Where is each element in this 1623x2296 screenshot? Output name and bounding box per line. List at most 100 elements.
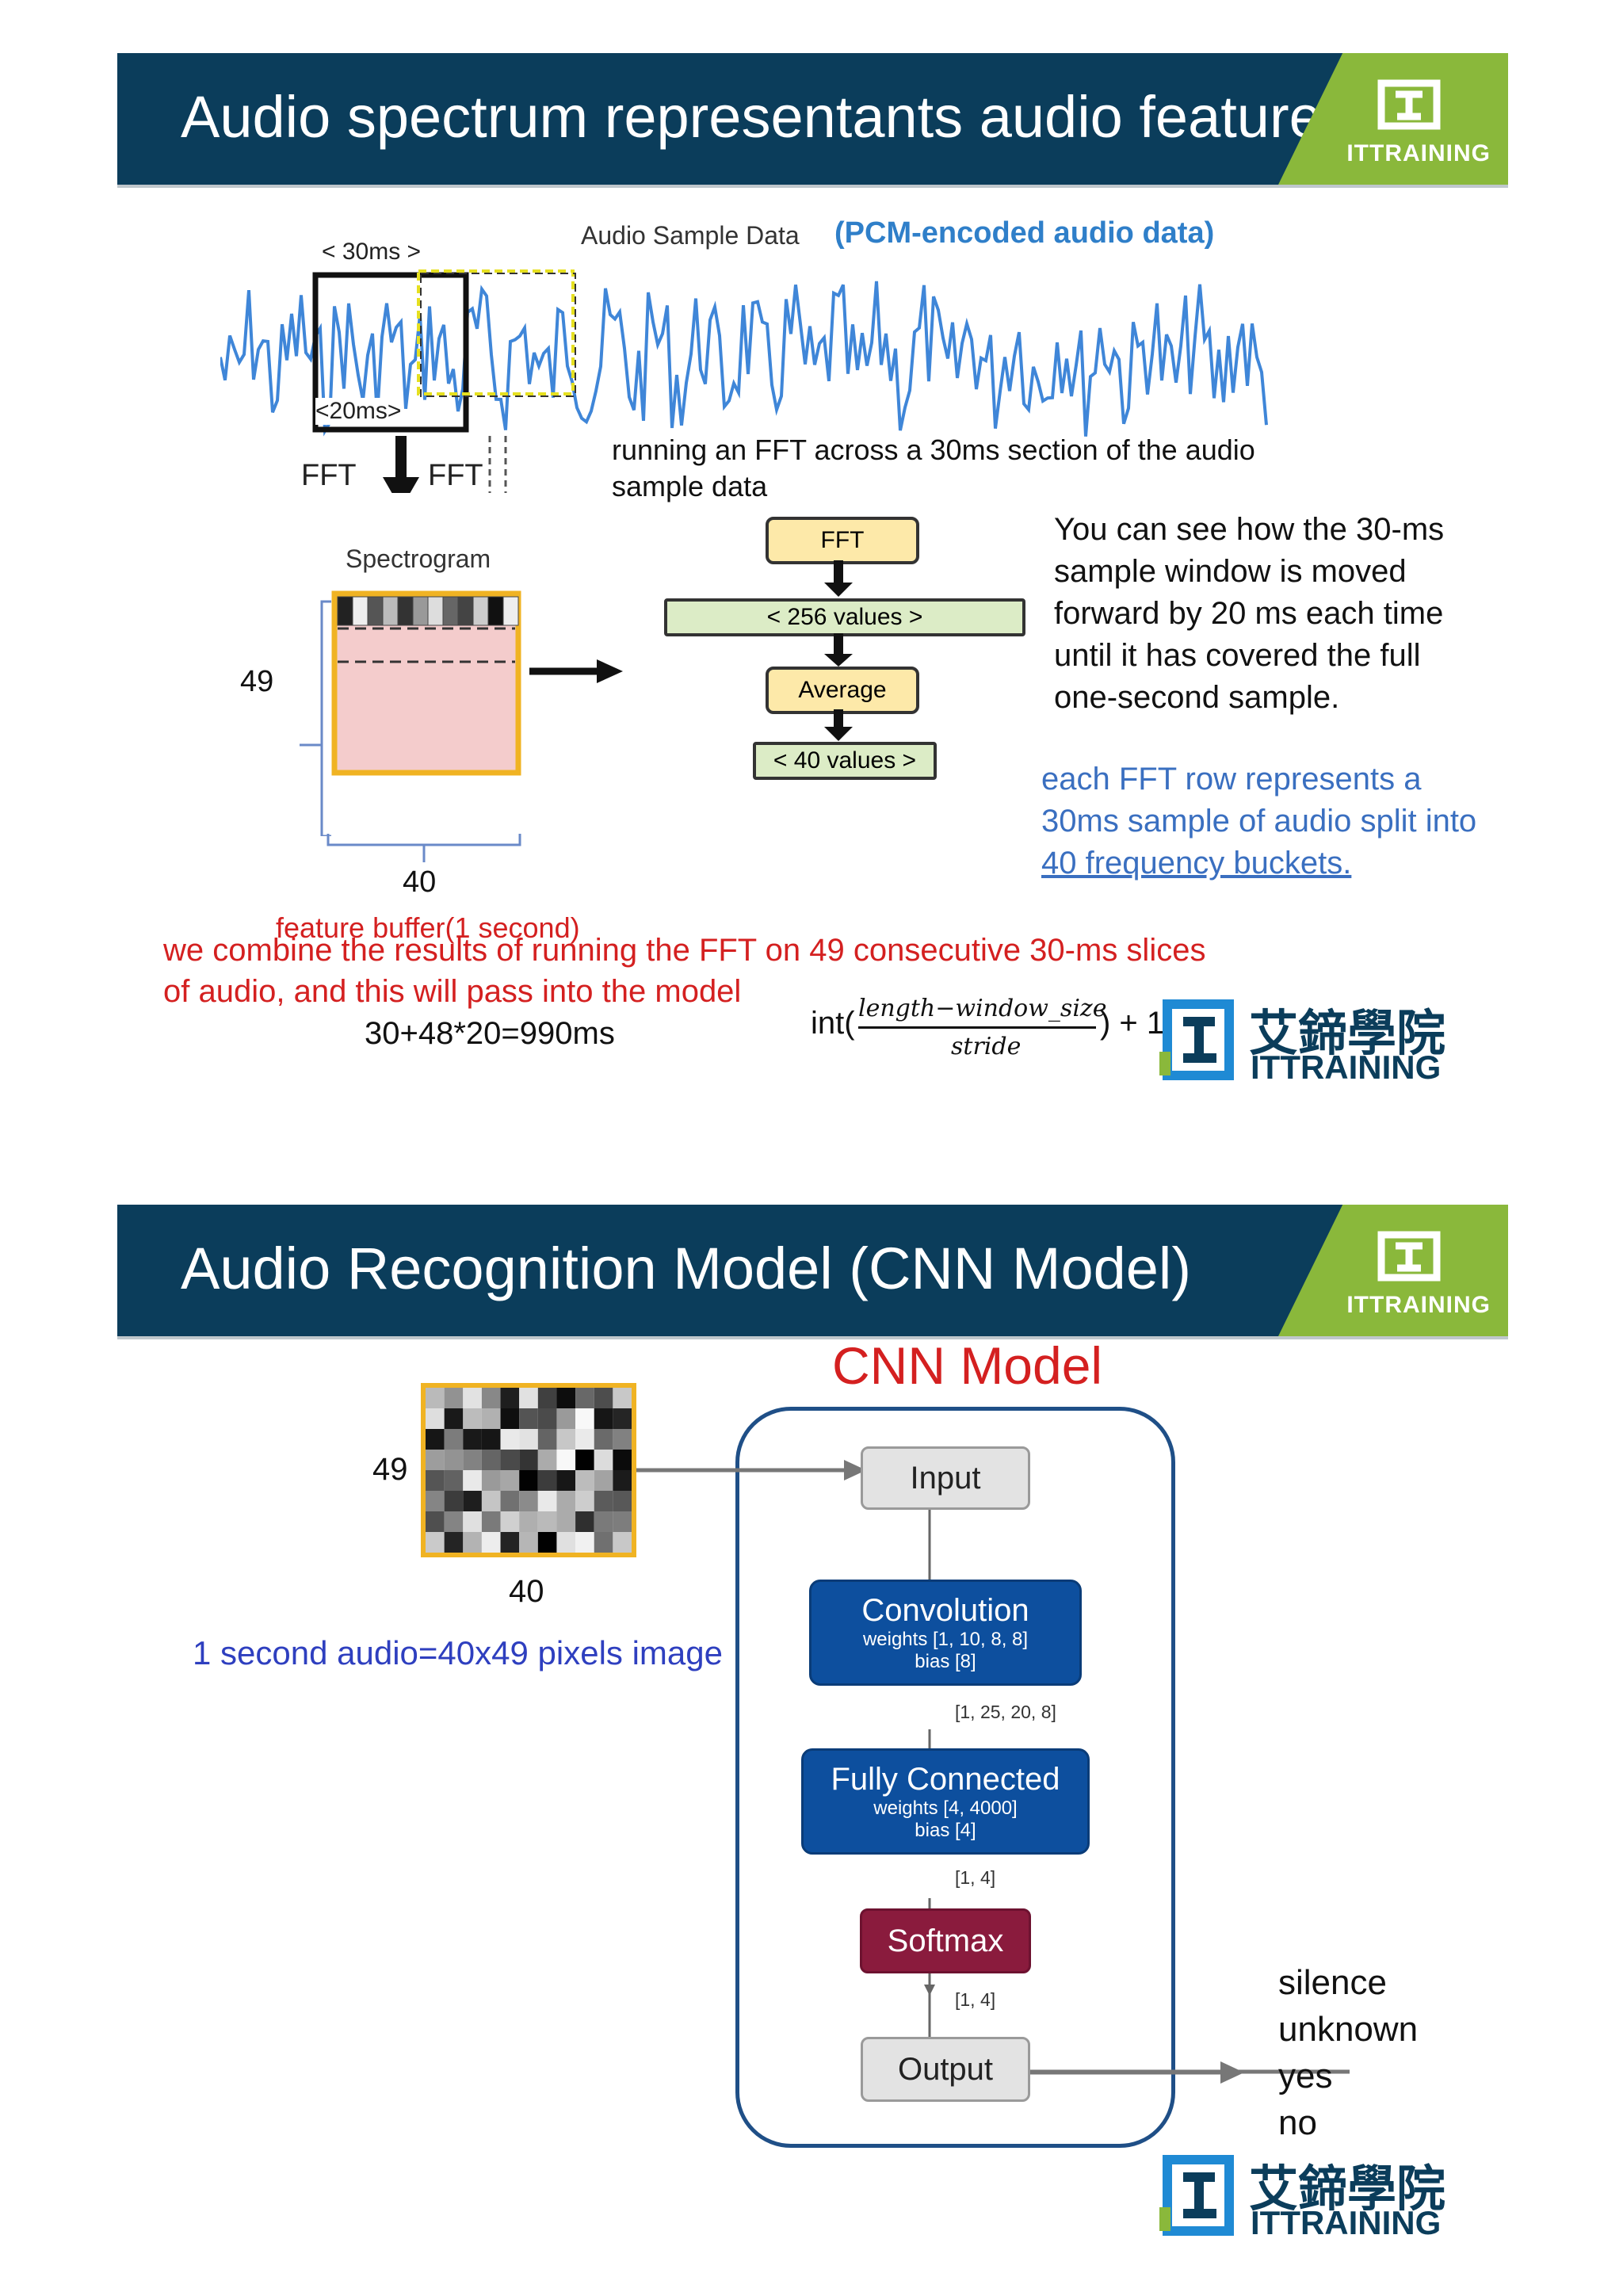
output-node: Output xyxy=(861,2037,1030,2102)
pixel-cell xyxy=(594,1429,613,1450)
pixel-cell xyxy=(463,1470,482,1491)
pixel-cell xyxy=(537,1532,557,1553)
conv-weights: weights [1, 10, 8, 8] xyxy=(862,1628,1029,1650)
pixel-cell xyxy=(481,1408,501,1429)
spectrogram-cell xyxy=(367,596,384,626)
pixel-cell xyxy=(481,1388,501,1408)
pixel-cell xyxy=(575,1388,594,1408)
pipeline-fft-box: FFT xyxy=(766,517,919,564)
spectrogram-label: Spectrogram xyxy=(346,544,491,573)
frame-calc: 30+48*20=990ms xyxy=(365,1016,615,1051)
formula-prefix: int( xyxy=(811,1006,855,1041)
window-30ms-label: < 30ms > xyxy=(322,239,422,265)
fft-row-explanation: each FFT row represents a 30ms sample of… xyxy=(1041,758,1476,884)
pixel-cell xyxy=(444,1408,464,1429)
class-label: yes xyxy=(1278,2057,1333,2095)
conv-title: Convolution xyxy=(861,1592,1029,1628)
softmax-node: Softmax xyxy=(860,1908,1031,1973)
pixel-cell xyxy=(519,1491,538,1511)
pixel-cell xyxy=(556,1429,576,1450)
conv-bias: bias [8] xyxy=(915,1650,976,1672)
fft-note-line-1: running an FFT across a 30ms section of … xyxy=(612,434,1255,466)
image-caption: 1 second audio=40x49 pixels image xyxy=(193,1634,723,1671)
pixel-cell xyxy=(444,1470,464,1491)
pixel-cell xyxy=(463,1532,482,1553)
fc-bias: bias [4] xyxy=(915,1819,976,1841)
pixel-cell xyxy=(537,1388,557,1408)
spectrogram-cell xyxy=(502,596,519,626)
output-arrow xyxy=(1021,2061,1244,2084)
spectrogram-cell xyxy=(487,596,504,626)
rows-count: 49 xyxy=(240,665,274,698)
pixel-cell xyxy=(444,1491,464,1511)
explain-line: until it has covered the full xyxy=(1054,638,1421,673)
conv-output-shape: [1, 25, 20, 8] xyxy=(955,1702,1056,1722)
header-underline xyxy=(117,185,1508,188)
pixel-cell xyxy=(537,1450,557,1470)
pixel-cell xyxy=(463,1511,482,1532)
formula-denominator: stride xyxy=(951,1033,1022,1060)
ittraining-logo-icon xyxy=(1377,79,1441,130)
pixel-cell xyxy=(537,1408,557,1429)
spectrogram-cell xyxy=(457,596,474,626)
header-brand-text: ITTRAINING xyxy=(1346,140,1491,166)
pixel-cell xyxy=(444,1429,464,1450)
pixel-cell xyxy=(500,1491,520,1511)
pixel-cell xyxy=(500,1429,520,1450)
combine-line-2: of audio, and this will pass into the mo… xyxy=(163,974,742,1009)
pixel-cell xyxy=(481,1450,501,1470)
pixel-cell xyxy=(519,1470,538,1491)
slide-2: Audio Recognition Model (CNN Model) ITTR… xyxy=(117,1205,1508,2249)
pixel-cell xyxy=(556,1408,576,1429)
class-labels: silence unknown yes no xyxy=(1278,1959,1418,2146)
spectrogram-cell xyxy=(382,596,399,626)
pixel-cell xyxy=(481,1511,501,1532)
explain-line: one-second sample. xyxy=(1054,680,1340,715)
fft-note-line-2: sample data xyxy=(612,470,768,502)
feature-buffer-label: feature buffer(1 second) xyxy=(276,911,580,944)
header-underline xyxy=(117,1336,1508,1339)
pixel-cell xyxy=(594,1408,613,1429)
fft-label-left: FFT xyxy=(301,459,357,492)
class-label: no xyxy=(1278,2103,1317,2142)
pixel-cell xyxy=(426,1470,445,1491)
pixel-cell xyxy=(556,1532,576,1553)
pixel-cell xyxy=(444,1532,464,1553)
pixel-cell xyxy=(444,1450,464,1470)
pixel-cell xyxy=(519,1388,538,1408)
window-20ms-label: <20ms> xyxy=(315,398,402,425)
pixel-cell xyxy=(481,1429,501,1450)
pixel-cell xyxy=(613,1429,632,1450)
pixel-cell xyxy=(594,1532,613,1553)
cnn-title: CNN Model xyxy=(832,1336,1103,1395)
pixel-cell xyxy=(594,1450,613,1470)
pipeline-40-box: < 40 values > xyxy=(753,742,937,780)
fc-weights: weights [4, 4000] xyxy=(873,1797,1018,1819)
pixel-cell xyxy=(537,1470,557,1491)
pixel-cell xyxy=(613,1450,632,1470)
window-explanation: You can see how the 30-ms sample window … xyxy=(1054,509,1444,719)
pixel-cell xyxy=(537,1429,557,1450)
pipeline-256-box: < 256 values > xyxy=(664,598,1025,636)
spectrogram-pixel-image xyxy=(421,1383,636,1557)
pixel-cell xyxy=(426,1491,445,1511)
pixel-cell xyxy=(519,1511,538,1532)
pixel-cell xyxy=(481,1491,501,1511)
pixel-cell xyxy=(556,1511,576,1532)
cnn-container xyxy=(735,1407,1175,2148)
header-brand-text: ITTRAINING xyxy=(1346,1292,1491,1318)
rows-bracket xyxy=(300,600,331,836)
slide-header: Audio Recognition Model (CNN Model) ITTR… xyxy=(117,1205,1508,1336)
spectrogram-cell xyxy=(442,596,459,626)
footer-brand-text: ITTRAINING xyxy=(1251,2204,1442,2241)
formula-fraction-bar xyxy=(858,1026,1096,1029)
pixel-cell xyxy=(594,1388,613,1408)
pixel-cell xyxy=(613,1388,632,1408)
footer-chinese-name: 艾鍗學院 xyxy=(1249,2160,1446,2218)
pixel-cell xyxy=(613,1511,632,1532)
spectrogram-cell xyxy=(337,596,353,626)
softmax-output-shape: [1, 4] xyxy=(955,1989,996,2010)
spectrogram-cell xyxy=(412,596,429,626)
pixel-cell xyxy=(426,1450,445,1470)
combine-line-1: we combine the results of running the FF… xyxy=(163,933,1206,968)
